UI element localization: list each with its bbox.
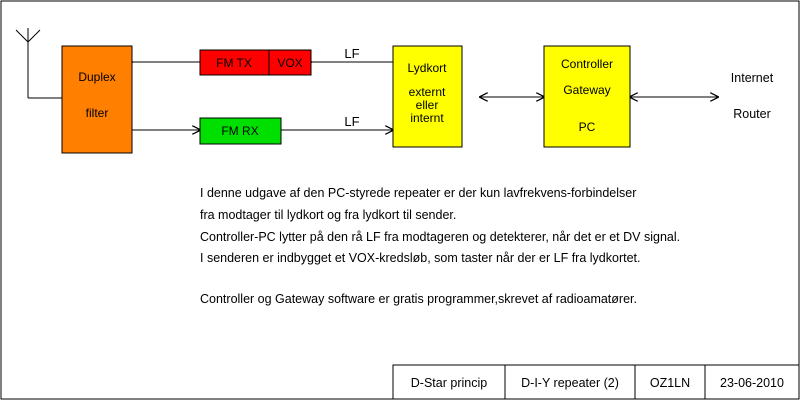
duplex-label-2: filter [86, 106, 109, 120]
lf-label-bottom: LF [344, 114, 359, 129]
controller-label-2: Gateway [563, 83, 610, 97]
footer-cell-title: D-Star princip [411, 376, 487, 390]
description-line-5: Controller og Gateway software er gratis… [200, 292, 637, 306]
duplex-label-1: Duplex [78, 70, 115, 84]
footer-cell-date: 23-06-2010 [720, 376, 784, 390]
vox-block: VOX [268, 49, 312, 76]
lydkort-label-3: eller [416, 98, 439, 112]
description-line-4: I senderen er indbygget et VOX-kredsløb,… [200, 251, 641, 265]
description-line-3: Controller-PC lytter på den rå LF fra mo… [200, 230, 681, 244]
lydkort-label-4: internt [410, 111, 444, 125]
description-line-2: fra modtager til lydkort og fra lydkort … [200, 208, 457, 222]
connections [132, 62, 718, 130]
fm-tx-block: FM TX [199, 49, 270, 76]
footer-cell-subtitle: D-I-Y repeater (2) [521, 376, 619, 390]
lydkort-label-2: externt [409, 85, 446, 99]
footer-cell-author: OZ1LN [650, 376, 690, 390]
fm-tx-label: FM TX [216, 56, 252, 70]
controller-label-1: Controller [561, 57, 613, 71]
internet-label: Internet [731, 71, 774, 85]
lydkort-block: Lydkort externt eller internt [392, 45, 463, 148]
controller-label-3: PC [579, 120, 596, 134]
description-line-1: I denne udgave af den PC-styrede repeate… [200, 186, 637, 200]
antenna-icon [15, 28, 62, 99]
router-label: Router [733, 107, 771, 121]
lf-label-top: LF [344, 46, 359, 61]
fm-rx-label: FM RX [221, 124, 258, 138]
controller-block: Controller Gateway PC [543, 45, 631, 148]
fm-rx-block: FM RX [199, 117, 282, 145]
lydkort-label-1: Lydkort [408, 61, 448, 75]
vox-label: VOX [277, 56, 302, 70]
footer-table [392, 364, 800, 400]
duplex-filter-block: Duplex filter [61, 45, 133, 154]
